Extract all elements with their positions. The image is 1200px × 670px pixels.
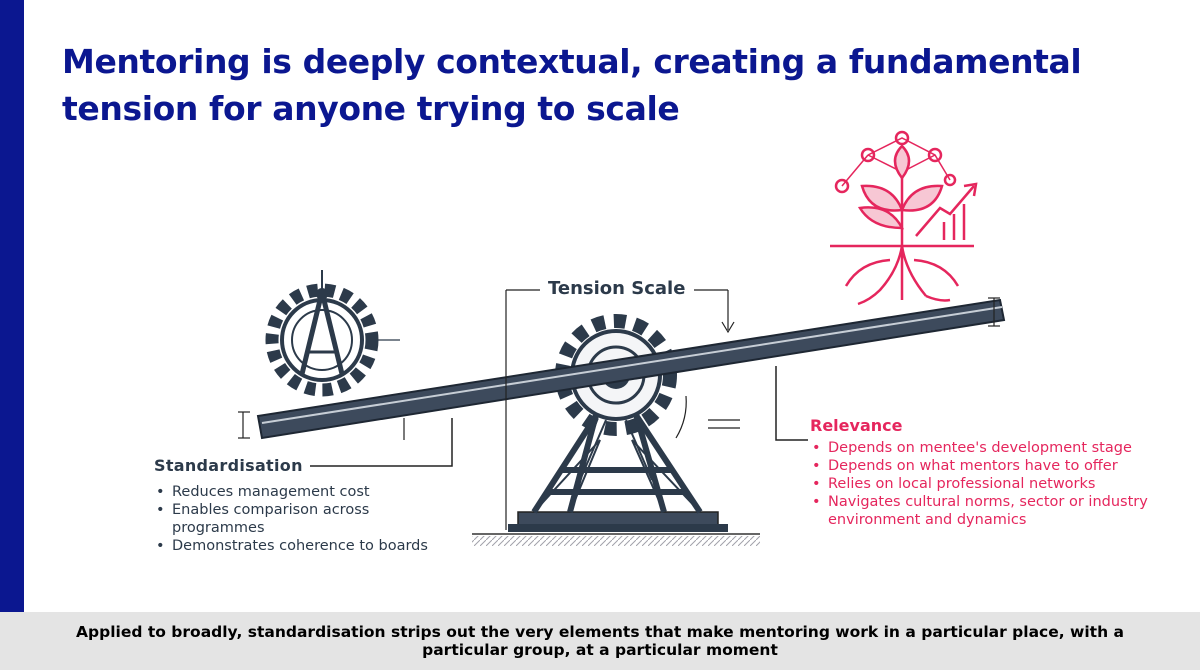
compass-gear-icon [265, 270, 400, 397]
list-item: Demonstrates coherence to boards [154, 537, 454, 555]
footer-text: Applied to broadly, standardisation stri… [76, 623, 1124, 659]
footer-banner: Applied to broadly, standardisation stri… [0, 612, 1200, 670]
list-item: Enables comparison across programmes [154, 501, 454, 537]
standardisation-heading: Standardisation [154, 456, 303, 475]
tension-scale-label: Tension Scale [548, 278, 686, 299]
relevance-heading: Relevance [810, 416, 903, 435]
accent-sidebar [0, 0, 24, 670]
list-item: Depends on mentee's development stage [810, 439, 1190, 457]
list-item: Relies on local professional networks [810, 475, 1190, 493]
relevance-list: Depends on mentee's development stage De… [810, 439, 1190, 529]
growing-plant-network-icon [830, 130, 978, 306]
standardisation-panel: Standardisation Reduces management cost … [154, 456, 454, 555]
list-item: Depends on what mentors have to offer [810, 457, 1190, 475]
standardisation-list: Reduces management cost Enables comparis… [154, 483, 454, 555]
list-item: Reduces management cost [154, 483, 454, 501]
list-item: Navigates cultural norms, sector or indu… [810, 493, 1190, 529]
scale-base [508, 511, 728, 532]
balance-beam [256, 298, 1006, 440]
ground-line [472, 533, 760, 546]
dimension-markers [238, 289, 1000, 530]
relevance-panel: Relevance Depends on mentee's developmen… [810, 416, 1190, 529]
connector-lines [310, 366, 808, 467]
slide-title: Mentoring is deeply contextual, creating… [62, 42, 1082, 128]
tension-scale-diagram [238, 130, 1006, 546]
